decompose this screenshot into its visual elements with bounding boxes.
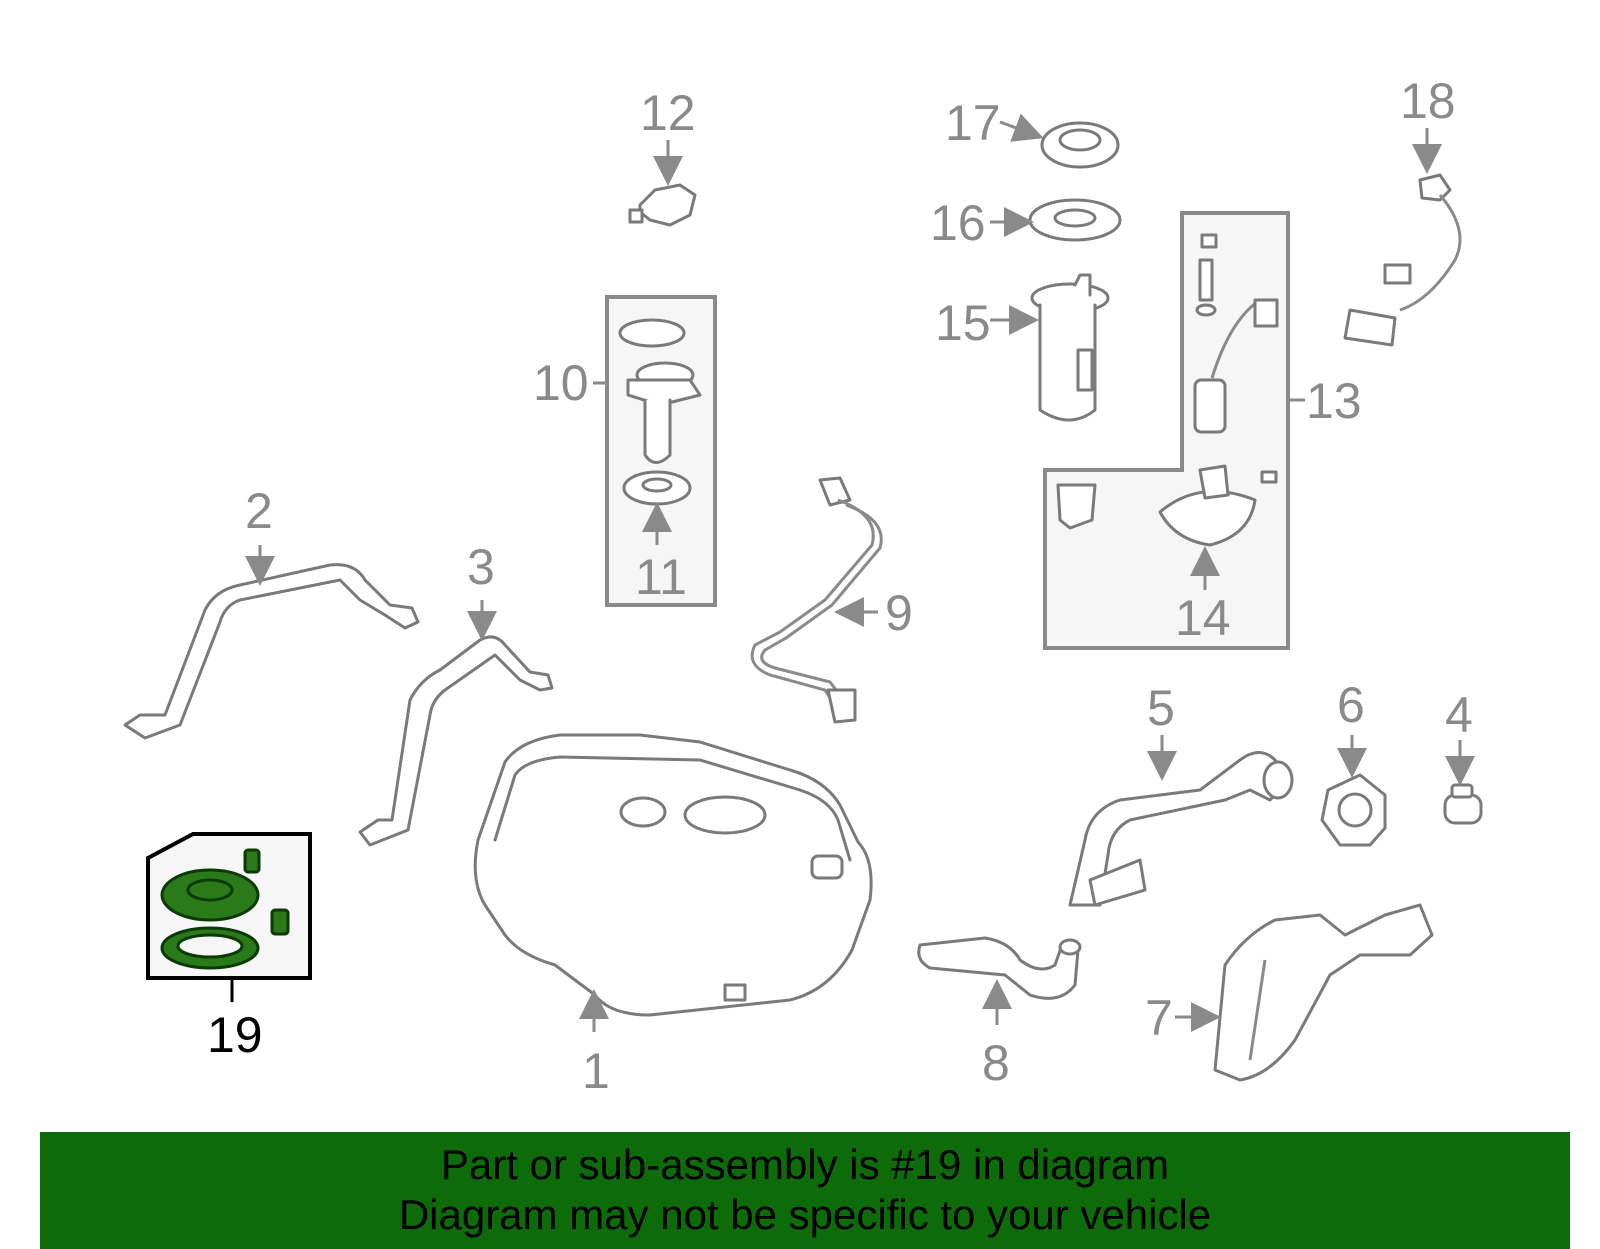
callout-19[interactable]: 19 [207, 1007, 263, 1063]
callout-18[interactable]: 18 [1400, 73, 1456, 129]
part-6-filler-base[interactable] [1320, 773, 1387, 847]
callout-7[interactable]: 7 [1145, 990, 1173, 1046]
callout-17[interactable]: 17 [945, 95, 1001, 151]
footer-line-1: Part or sub-assembly is #19 in diagram [440, 1141, 1170, 1188]
callout-1[interactable]: 1 [582, 1043, 610, 1099]
part-13-pump-kit[interactable] [1056, 233, 1279, 530]
part-7-shield[interactable] [1213, 903, 1434, 1082]
callout-5[interactable]: 5 [1147, 680, 1175, 736]
part-17-ring[interactable] [1040, 121, 1120, 169]
part-18-harness[interactable] [1343, 173, 1462, 347]
part-11-gasket[interactable] [622, 470, 692, 506]
callout-4[interactable]: 4 [1445, 687, 1473, 743]
part-8-hose[interactable] [917, 936, 1082, 1000]
callout-2[interactable]: 2 [245, 483, 273, 539]
callout-12[interactable]: 12 [640, 85, 696, 141]
part-5-filler-pipe[interactable] [1068, 751, 1294, 907]
callout-15[interactable]: 15 [935, 295, 991, 351]
part-1-fuel-tank[interactable] [473, 733, 873, 1017]
part-4-cap[interactable] [1443, 783, 1483, 825]
part-15-fuel-pump[interactable] [1030, 273, 1110, 422]
leader-17 [999, 113, 1044, 142]
callout-10[interactable]: 10 [533, 355, 589, 411]
callout-8[interactable]: 8 [982, 1035, 1010, 1091]
callout-11[interactable]: 11 [635, 549, 687, 605]
callout-3[interactable]: 3 [467, 539, 495, 595]
part-3-strap[interactable] [358, 635, 554, 847]
part-14-strainer[interactable] [1158, 464, 1257, 547]
callout-13[interactable]: 13 [1306, 373, 1362, 429]
part-10-sender[interactable] [618, 318, 702, 464]
part-16-gasket[interactable] [1028, 198, 1122, 242]
part-9-hose[interactable] [750, 476, 883, 724]
part-19-highlighted[interactable] [160, 848, 290, 970]
callout-16[interactable]: 16 [930, 195, 986, 251]
part-2-strap[interactable] [123, 563, 420, 740]
callout-9[interactable]: 9 [885, 585, 913, 641]
part-12-fitting[interactable] [628, 183, 697, 227]
callout-6[interactable]: 6 [1337, 677, 1365, 733]
footer-line-2: Diagram may not be specific to your vehi… [398, 1191, 1212, 1238]
footer-banner: Part or sub-assembly is #19 in diagram D… [40, 1132, 1570, 1249]
callout-14[interactable]: 14 [1175, 590, 1231, 646]
